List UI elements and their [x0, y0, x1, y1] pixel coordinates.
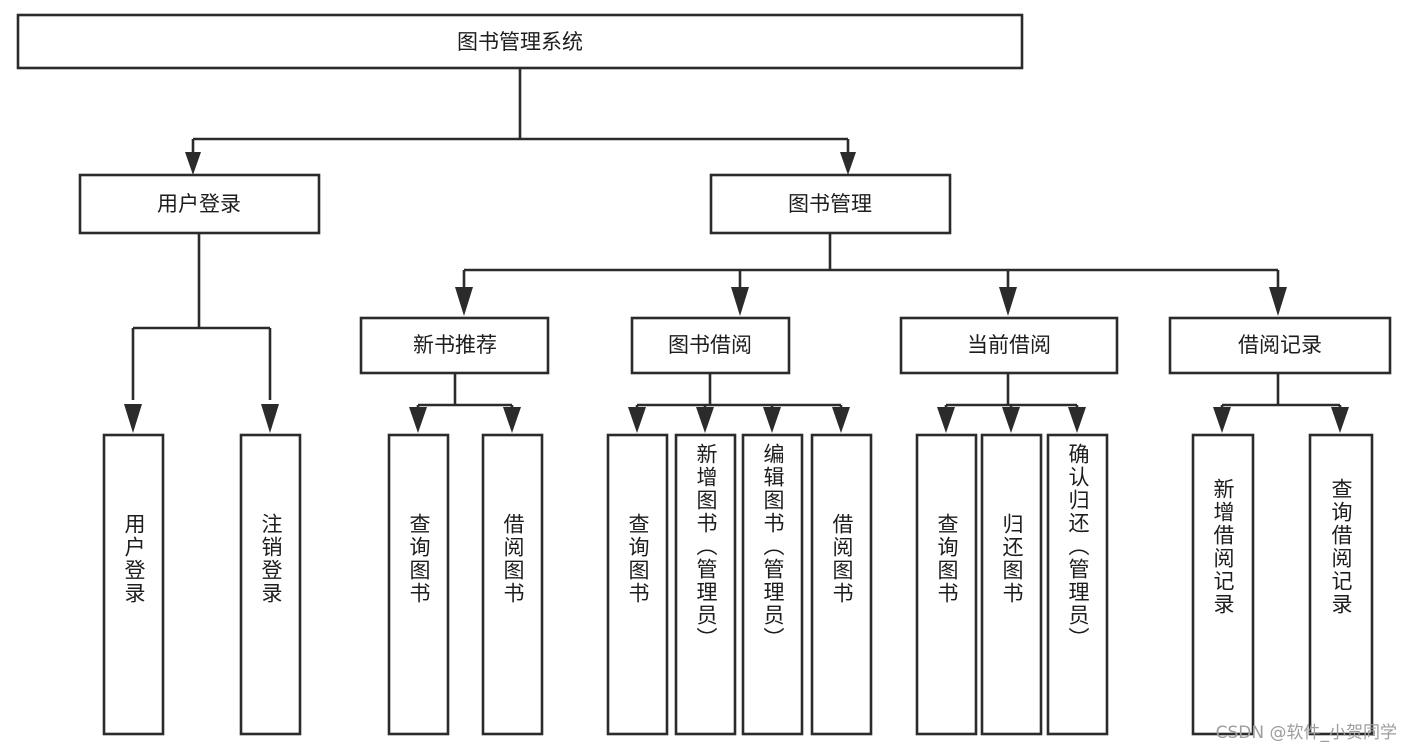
connector-bookmgmt-to-level2 [455, 233, 1287, 316]
node-level1-user-login-label: 用户登录 [157, 192, 241, 216]
connector-borrow-to-leaves [628, 373, 850, 433]
connector-current-to-leaves [937, 373, 1086, 433]
node-level1-book-management-label: 图书管理 [788, 192, 872, 216]
leaf-current-return-book-label: 归还图书 [1000, 513, 1024, 605]
node-level2-current-borrow[interactable]: 当前借阅 [899, 316, 1119, 375]
node-level2-new-book-recommend-label: 新书推荐 [413, 333, 497, 357]
connector-newbook-to-leaves [409, 373, 521, 433]
leaf-current-confirm-return-label: 确认归还（管理员） [1066, 443, 1090, 650]
leaf-current-query-book-label: 查询图书 [935, 513, 959, 605]
node-level2-book-borrow-label: 图书借阅 [668, 333, 752, 357]
leaf-current-return-book[interactable]: 归还图书 [980, 433, 1043, 736]
connector-root-to-level1 [185, 68, 856, 175]
leaf-borrow-add-book-label: 新增图书（管理员） [694, 443, 718, 650]
leaf-borrow-add-book[interactable]: 新增图书（管理员） [674, 433, 737, 736]
node-level1-user-login[interactable]: 用户登录 [78, 173, 321, 235]
leaf-user-login[interactable]: 用户登录 [102, 433, 165, 736]
leaf-borrow-borrow-book[interactable]: 借阅图书 [810, 433, 873, 736]
leaf-record-add-record-label: 新增借阅记录 [1211, 478, 1235, 616]
csdn-watermark: CSDN @软件_小贺同学 [1215, 723, 1397, 743]
leaf-newbook-borrow-book-label: 借阅图书 [501, 513, 525, 605]
leaf-borrow-borrow-book-label: 借阅图书 [830, 513, 854, 605]
leaf-newbook-borrow-book[interactable]: 借阅图书 [481, 433, 544, 736]
leaf-borrow-query-book[interactable]: 查询图书 [606, 433, 669, 736]
leaf-newbook-query-book[interactable]: 查询图书 [387, 433, 450, 736]
leaf-borrow-edit-book-label: 编辑图书（管理员） [761, 443, 785, 650]
node-root[interactable]: 图书管理系统 [16, 13, 1024, 70]
leaf-newbook-query-book-label: 查询图书 [407, 513, 431, 605]
node-level2-current-borrow-label: 当前借阅 [967, 333, 1051, 357]
leaf-record-query-record-label: 查询借阅记录 [1329, 478, 1353, 616]
leaf-user-logout-label: 注销登录 [259, 513, 283, 605]
leaf-current-confirm-return[interactable]: 确认归还（管理员） [1046, 433, 1109, 736]
leaf-current-query-book[interactable]: 查询图书 [915, 433, 978, 736]
leaf-record-add-record[interactable]: 新增借阅记录 [1191, 433, 1255, 736]
leaf-user-login-label: 用户登录 [122, 513, 146, 605]
connector-record-to-leaves [1213, 373, 1349, 433]
node-level1-book-management[interactable]: 图书管理 [709, 173, 952, 235]
leaf-user-logout[interactable]: 注销登录 [239, 433, 302, 736]
node-level2-borrow-record[interactable]: 借阅记录 [1168, 316, 1392, 375]
leaf-borrow-edit-book[interactable]: 编辑图书（管理员） [741, 433, 804, 736]
connector-userlogin-to-leaves [124, 233, 279, 433]
leaf-borrow-query-book-label: 查询图书 [626, 513, 650, 605]
node-level2-new-book-recommend[interactable]: 新书推荐 [359, 316, 550, 375]
node-level2-borrow-record-label: 借阅记录 [1238, 333, 1322, 357]
node-root-label: 图书管理系统 [457, 30, 583, 54]
leaf-record-query-record[interactable]: 查询借阅记录 [1308, 433, 1374, 736]
node-level2-book-borrow[interactable]: 图书借阅 [630, 316, 791, 375]
